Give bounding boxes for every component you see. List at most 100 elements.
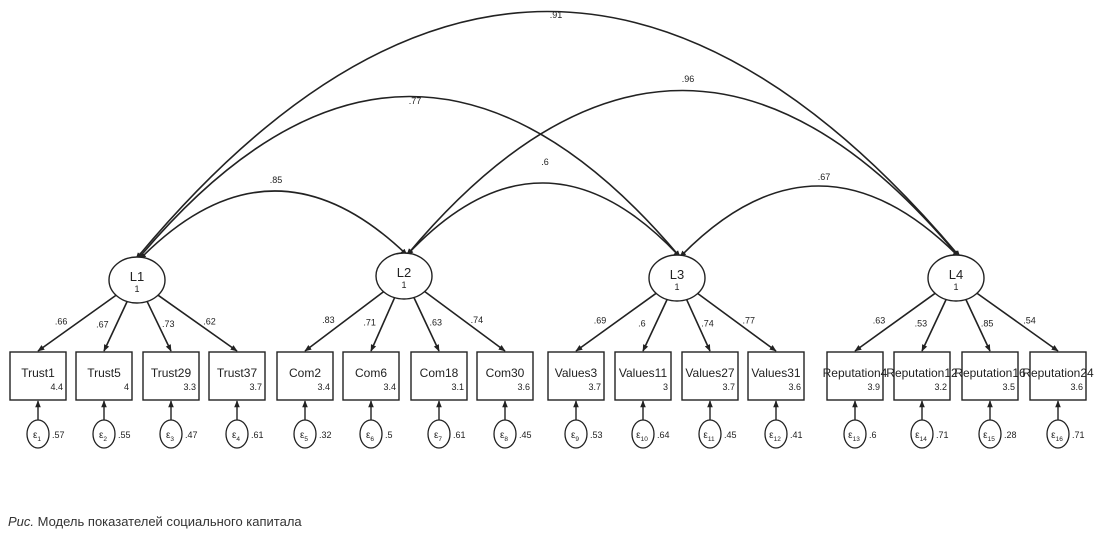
error-ellipse bbox=[159, 419, 183, 449]
error-label: ε4 bbox=[232, 430, 240, 443]
error-ellipse bbox=[225, 419, 249, 449]
indicator-label: Reputation16 bbox=[954, 366, 1026, 380]
indicator-intercept: 4 bbox=[124, 382, 129, 392]
loading-path-values3 bbox=[575, 292, 657, 352]
indicator-label: Values31 bbox=[751, 366, 800, 380]
indicator-box bbox=[410, 351, 468, 401]
error-index: 1 bbox=[37, 436, 41, 443]
error-index: 8 bbox=[504, 436, 508, 443]
latent-label: L1 bbox=[130, 269, 144, 284]
error-variance: .61 bbox=[251, 430, 264, 440]
latent-ellipse bbox=[108, 256, 166, 304]
error-ellipse bbox=[293, 419, 317, 449]
indicator-box bbox=[826, 351, 884, 401]
error-term-1: ε1.57 bbox=[26, 400, 65, 449]
covariance-arc-l1-l4 bbox=[135, 10, 961, 260]
error-variance: .61 bbox=[453, 430, 466, 440]
covariance-arc-l2-l4 bbox=[406, 89, 960, 258]
error-term-2: ε2.55 bbox=[92, 400, 131, 449]
indicator-box bbox=[614, 351, 672, 401]
covariance-label-l3-l4: .67 bbox=[818, 172, 831, 182]
error-variance: .57 bbox=[52, 430, 65, 440]
indicator-intercept: 3.4 bbox=[317, 382, 330, 392]
error-term-6: ε6.5 bbox=[359, 400, 393, 449]
indicator-intercept: 3.6 bbox=[788, 382, 801, 392]
loading-label-com6: .71 bbox=[363, 318, 376, 328]
indicator-box bbox=[476, 351, 534, 401]
indicator-label: Com6 bbox=[355, 366, 387, 380]
indicator-label: Reputation12 bbox=[886, 366, 958, 380]
indicator-label: Trust37 bbox=[217, 366, 258, 380]
indicator-intercept: 3.2 bbox=[934, 382, 947, 392]
error-label: ε7 bbox=[434, 430, 442, 443]
error-variance: .6 bbox=[869, 430, 877, 440]
figure-caption: Рис. Модель показателей социального капи… bbox=[8, 514, 302, 529]
loading-label-reputation4: .63 bbox=[873, 316, 886, 326]
error-index: 13 bbox=[853, 436, 861, 443]
error-variance: .32 bbox=[319, 430, 332, 440]
error-index: 11 bbox=[708, 436, 715, 443]
error-term-7: ε7 .61 bbox=[427, 400, 466, 449]
indicator-box bbox=[9, 351, 67, 401]
indicator-intercept: 3.6 bbox=[1070, 382, 1083, 392]
indicator-label: Trust1 bbox=[21, 366, 55, 380]
latent-variance: 1 bbox=[401, 280, 406, 290]
indicator-label: Trust5 bbox=[87, 366, 121, 380]
latent-ellipse bbox=[375, 252, 433, 300]
loading-path-com6 bbox=[370, 297, 396, 352]
indicator-box bbox=[142, 351, 200, 401]
latent-l3: L31 bbox=[648, 254, 706, 302]
indicator-box bbox=[747, 351, 805, 401]
indicator-label: Values27 bbox=[685, 366, 734, 380]
indicator-intercept: 3 bbox=[663, 382, 668, 392]
indicator-intercept: 3.1 bbox=[451, 382, 464, 392]
error-index: 14 bbox=[920, 436, 928, 443]
error-ellipse bbox=[26, 419, 50, 449]
error-ellipse bbox=[564, 419, 588, 449]
indicator-reputation12: Reputation12 3.2 bbox=[886, 351, 958, 401]
latent-ellipse bbox=[927, 254, 985, 302]
loading-path-reputation16 bbox=[965, 299, 991, 352]
error-label: ε3 bbox=[166, 430, 174, 443]
error-ellipse bbox=[843, 419, 867, 449]
error-ellipse bbox=[631, 419, 655, 449]
latent-l4: L41 bbox=[927, 254, 985, 302]
latent-variance: 1 bbox=[953, 282, 958, 292]
indicator-label: Com30 bbox=[486, 366, 525, 380]
indicator-box bbox=[547, 351, 605, 401]
covariance-arc-l3-l4 bbox=[679, 185, 960, 258]
loading-label-values27: .74 bbox=[701, 318, 714, 328]
indicator-box bbox=[681, 351, 739, 401]
error-term-15: ε15.28 bbox=[978, 400, 1017, 449]
indicator-intercept: 3.4 bbox=[383, 382, 396, 392]
error-term-11: ε11.45 bbox=[698, 400, 737, 449]
loading-label-reputation12: .53 bbox=[915, 318, 928, 328]
indicator-variables: Trust14.4Trust54Trust293.3Trust373.7Com2… bbox=[9, 351, 1094, 401]
error-index: 15 bbox=[988, 436, 996, 443]
error-ellipse bbox=[698, 419, 722, 449]
caption-text: Модель показателей социального капитала bbox=[34, 514, 302, 529]
loading-label-trust29: .73 bbox=[162, 319, 175, 329]
error-variance: .64 bbox=[657, 430, 670, 440]
error-ellipse bbox=[92, 419, 116, 449]
error-ellipse bbox=[493, 419, 517, 449]
error-label: ε5 bbox=[300, 430, 308, 443]
error-term-14: ε14.71 bbox=[910, 400, 949, 449]
indicator-label: Com18 bbox=[420, 366, 459, 380]
indicator-label: Values3 bbox=[555, 366, 598, 380]
indicator-box bbox=[276, 351, 334, 401]
loading-label-reputation24: .54 bbox=[1023, 316, 1036, 326]
error-index: 7 bbox=[438, 436, 442, 443]
error-variance: .53 bbox=[590, 430, 603, 440]
sem-diagram: .85.6.67.77.96.91 .66.67.73.62.83.71.63.… bbox=[9, 10, 1094, 449]
error-ellipse bbox=[359, 419, 383, 449]
